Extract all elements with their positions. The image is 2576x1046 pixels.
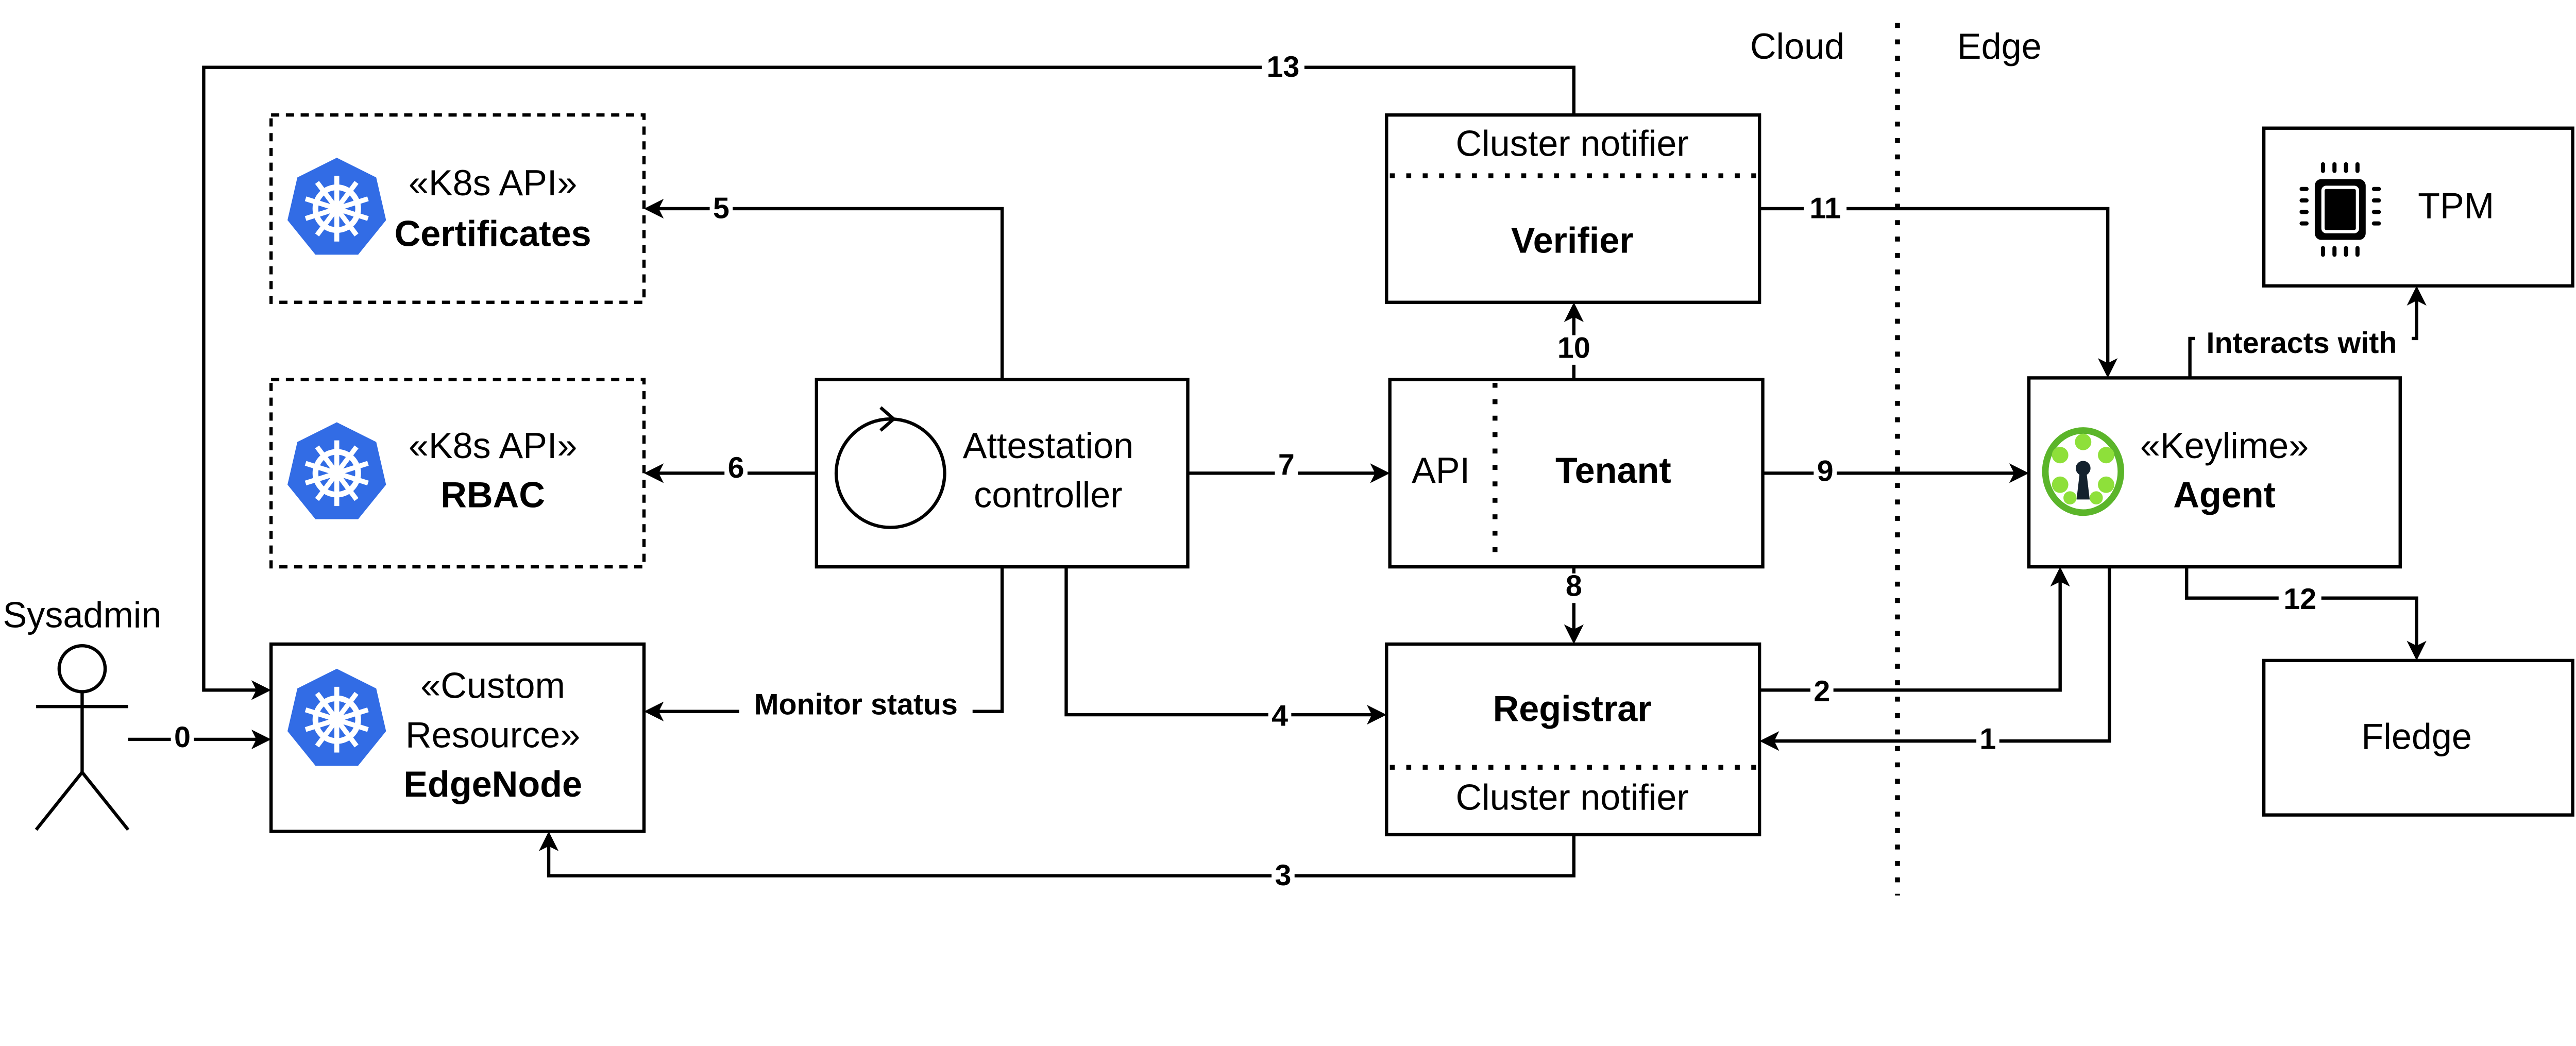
edge-5	[643, 198, 1004, 380]
node-agent[interactable]: «Keylime» Agent	[2027, 376, 2402, 569]
certificates-stereotype: «K8s API»	[409, 162, 578, 203]
architecture-diagram: Cloud Edge Sysadmin «K8s API» Certificat…	[3, 23, 2574, 896]
rbac-stereotype: «K8s API»	[409, 425, 578, 466]
edge-11	[1759, 207, 2118, 378]
tpm-name: TPM	[2418, 185, 2494, 226]
rbac-name: RBAC	[440, 475, 545, 515]
edge-label-4: 4	[1272, 700, 1288, 733]
edge-label-8: 8	[1566, 570, 1582, 603]
agent-name: Agent	[2173, 475, 2276, 515]
registrar-name: Registrar	[1493, 688, 1652, 729]
zone-cloud-label: Cloud	[1750, 26, 1844, 66]
edge-label-7: 7	[1278, 448, 1295, 481]
edge-label-11: 11	[1809, 192, 1841, 225]
edges	[128, 65, 2427, 878]
sysadmin-actor	[35, 644, 130, 831]
certificates-name: Certificates	[395, 213, 591, 254]
sysadmin-label: Sysadmin	[3, 595, 161, 635]
attestation-label-1: Attestation	[963, 425, 1133, 466]
attestation-label-2: controller	[974, 475, 1122, 515]
edge-2	[1759, 567, 2070, 692]
node-certificates[interactable]: «K8s API» Certificates	[269, 113, 646, 304]
edge-label-2: 2	[1814, 675, 1830, 708]
edge-label-interacts-with: Interacts with	[2207, 327, 2397, 360]
node-tenant[interactable]: API Tenant	[1388, 378, 1765, 569]
edge-label-0: 0	[174, 721, 191, 754]
edge-labels: 13 5 6 Monitor status 4 7 10 8 9 11 Inte…	[171, 50, 2412, 892]
edge-label-13: 13	[1266, 50, 1299, 83]
tenant-name: Tenant	[1555, 450, 1671, 491]
agent-stereotype: «Keylime»	[2140, 425, 2309, 466]
node-tpm[interactable]: TPM	[2262, 126, 2574, 288]
registrar-cluster-notifier: Cluster notifier	[1456, 777, 1689, 817]
edge-4	[1064, 567, 1387, 725]
node-rbac[interactable]: «K8s API» RBAC	[269, 378, 646, 569]
node-attestation-controller[interactable]: Attestation controller	[815, 378, 1190, 569]
edge-label-9: 9	[1817, 455, 1834, 488]
edge-13	[202, 65, 1576, 700]
node-verifier[interactable]: Cluster notifier Verifier	[1385, 113, 1761, 304]
keylime-icon	[2042, 427, 2125, 516]
tenant-api: API	[1412, 450, 1470, 491]
node-edgenode[interactable]: «Custom Resource» EdgeNode	[269, 642, 646, 833]
edge-label-monitor-status: Monitor status	[754, 688, 958, 721]
loop-icon	[834, 406, 946, 529]
zone-edge-label: Edge	[1957, 26, 2042, 66]
edge-label-5: 5	[713, 192, 730, 225]
edge-label-6: 6	[728, 451, 744, 484]
edgenode-stereotype-2: Resource»	[405, 714, 580, 755]
edge-label-3: 3	[1275, 859, 1291, 892]
edgenode-stereotype-1: «Custom	[420, 665, 565, 706]
edgenode-name: EdgeNode	[403, 764, 582, 804]
node-fledge[interactable]: Fledge	[2262, 659, 2574, 817]
edge-1	[1759, 567, 2111, 751]
node-registrar[interactable]: Registrar Cluster notifier	[1385, 642, 1761, 837]
edge-label-1: 1	[1979, 722, 1996, 755]
edge-label-10: 10	[1557, 331, 1590, 364]
edge-3	[538, 831, 1576, 878]
chip-icon	[2299, 162, 2381, 257]
fledge-name: Fledge	[2361, 716, 2471, 756]
verifier-cluster-notifier: Cluster notifier	[1456, 123, 1689, 163]
verifier-name: Verifier	[1511, 220, 1634, 260]
edge-label-12: 12	[2283, 583, 2316, 616]
